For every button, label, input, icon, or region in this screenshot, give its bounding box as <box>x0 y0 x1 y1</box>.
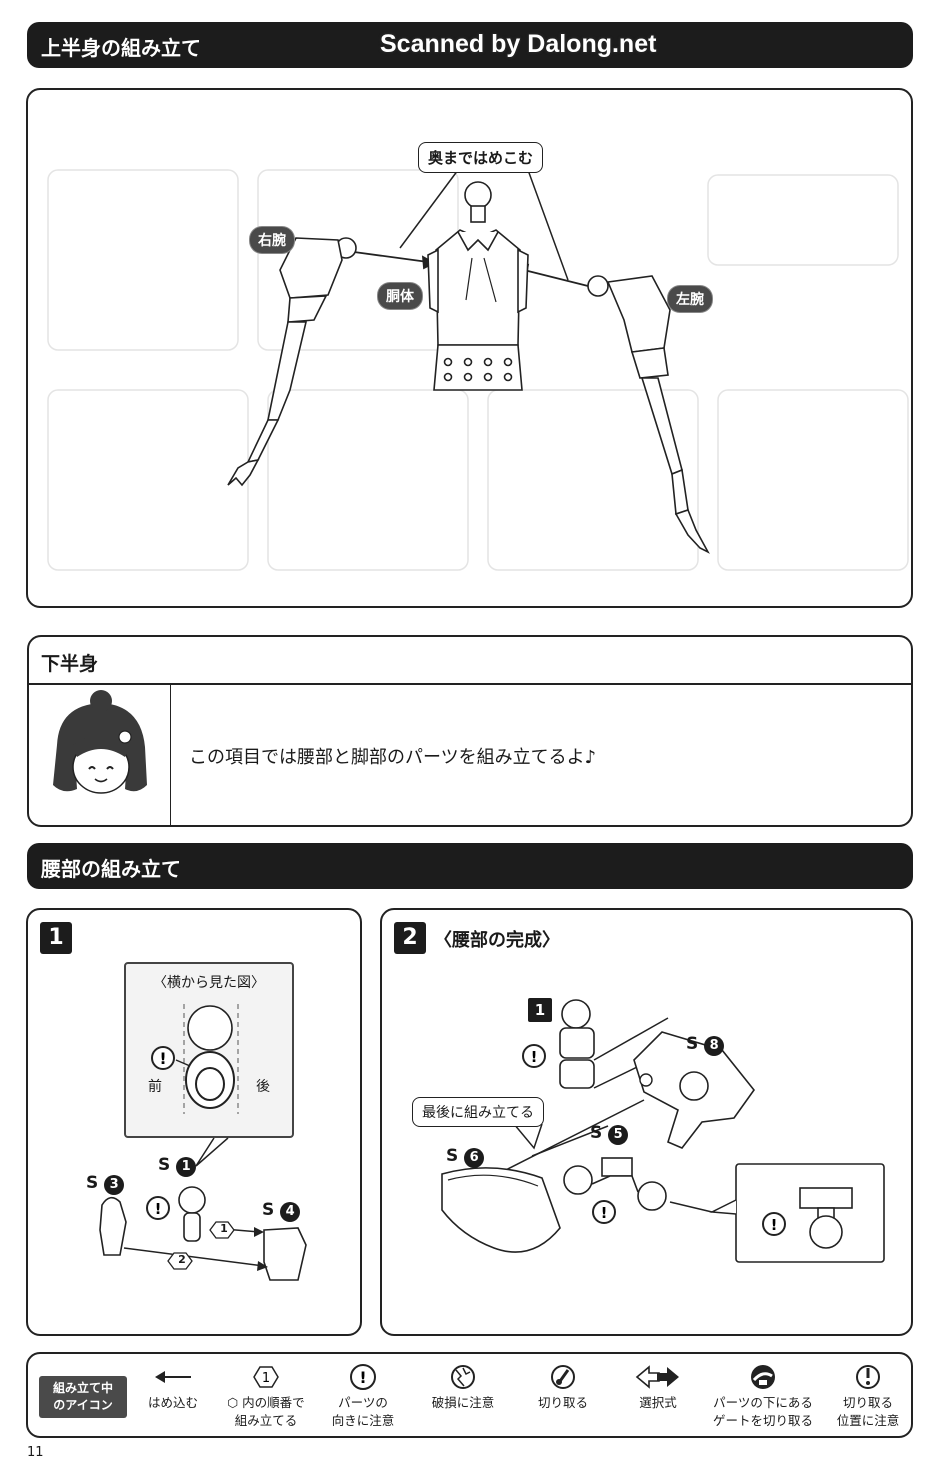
upper-body-panel: 奥まではめこむ 右腕 胴体 左腕 <box>26 88 913 608</box>
part-label-s3: S 3 <box>86 1173 125 1195</box>
section-header-upper-body: 上半身の組み立て <box>27 22 913 68</box>
part-label-s1: S 1 <box>158 1155 197 1177</box>
legend-label: 向きに注意 <box>331 1413 395 1428</box>
order-marker-1: 1 <box>220 1222 228 1235</box>
legend-title: 組み立て中 のアイコン <box>39 1376 127 1418</box>
svg-text:!: ! <box>359 1368 366 1387</box>
part-number-badge: 1 <box>176 1157 197 1177</box>
part-letter: S <box>262 1200 275 1220</box>
part-label-s6: S 6 <box>446 1146 485 1168</box>
label-body: 胴体 <box>378 283 422 309</box>
legend-label: 切り取る <box>842 1395 893 1410</box>
svg-text:!: ! <box>155 1200 162 1218</box>
gate-under-part-icon <box>704 1362 822 1392</box>
back-label: 後 <box>256 1079 270 1095</box>
legend-label: はめ込む <box>147 1395 198 1410</box>
legend-item-insert: はめ込む <box>132 1362 214 1412</box>
mascot-avatar <box>53 690 147 794</box>
side-view-title: 〈横から見た図〉 <box>153 975 265 991</box>
side-view-diagram: ! <box>151 1004 239 1114</box>
legend-title-line1: 組み立て中 <box>52 1381 113 1395</box>
legend-label: 破損に注意 <box>431 1395 495 1410</box>
legend-label: 組み立てる <box>234 1413 298 1428</box>
cut-icon <box>520 1362 606 1392</box>
legend-item-selectable: 選択式 <box>616 1362 700 1412</box>
side-view-inset: 〈横から見た図〉 ! 前 後 <box>124 962 294 1138</box>
lower-body-panel: 下半身 この項目では腰部と脚部のパーツを組み立てるよ♪ <box>27 635 913 827</box>
mascot-column <box>29 685 171 825</box>
part-number-badge: 3 <box>104 1175 125 1195</box>
section-title: 上半身の組み立て <box>41 36 201 60</box>
page-number: 11 <box>27 1445 44 1460</box>
legend-item-cut: 切り取る <box>520 1362 606 1412</box>
label-left-arm: 左腕 <box>668 286 712 312</box>
warning-icon: ! <box>320 1362 406 1392</box>
legend-label: パーツの下にある <box>713 1395 813 1410</box>
legend-label: パーツの <box>338 1395 388 1410</box>
label-right-arm: 右腕 <box>250 227 294 253</box>
legend-item-breakage: 破損に注意 <box>418 1362 508 1412</box>
part-number-badge: 5 <box>608 1125 629 1145</box>
part-label-s8: S 8 <box>686 1034 725 1056</box>
upper-body-diagram <box>47 169 909 571</box>
step-2-panel: 2 〈腰部の完成〉 1 ! ! <box>380 908 913 1336</box>
callout-assemble-last: 最後に組み立てる <box>412 1097 544 1127</box>
legend-label: ⬡ 内の順番で <box>227 1395 305 1410</box>
part-label-s4: S 4 <box>262 1200 301 1222</box>
svg-text:!: ! <box>601 1204 608 1222</box>
step-1-diagram: ! <box>99 1137 307 1281</box>
part-label-s5: S 5 <box>590 1123 629 1145</box>
legend-label: 選択式 <box>639 1395 677 1410</box>
step-1-panel: 1 〈横から見た図〉 ! 前 後 ! S <box>26 908 362 1336</box>
part-number-badge: 6 <box>464 1148 485 1168</box>
legend-label: 位置に注意 <box>836 1413 900 1428</box>
step-2-title: 〈腰部の完成〉 <box>434 930 560 951</box>
legend-item-cut-position: 切り取る 位置に注意 <box>826 1362 910 1430</box>
section-title: 腰部の組み立て <box>41 857 181 881</box>
step-2-diagram: ! ! ! <box>441 999 885 1263</box>
hexagon-glyph: 1 <box>262 1371 270 1386</box>
part-letter: S <box>686 1034 699 1054</box>
section-title-lower-body: 下半身 <box>29 637 911 685</box>
part-number-badge: 8 <box>704 1036 725 1056</box>
section-header-waist: 腰部の組み立て <box>27 843 913 889</box>
callout-insert-fully: 奥まではめこむ <box>418 142 544 173</box>
mascot-speech: この項目では腰部と脚部のパーツを組み立てるよ♪ <box>189 747 597 768</box>
legend-item-order: 1 ⬡ 内の順番で 組み立てる <box>216 1362 316 1430</box>
svg-text:!: ! <box>771 1216 778 1234</box>
icon-legend: 組み立て中 のアイコン はめ込む 1 ⬡ 内の順番で 組み立てる ! パーツの … <box>26 1352 913 1438</box>
watermark: Scanned by Dalong.net <box>380 30 657 58</box>
part-letter: S <box>446 1146 459 1166</box>
part-letter: S <box>158 1155 171 1175</box>
legend-label: ゲートを切り取る <box>712 1413 813 1428</box>
order-marker-2: 2 <box>178 1253 186 1266</box>
reference-step-1: 1 <box>528 998 552 1022</box>
legend-item-gate-under: パーツの下にある ゲートを切り取る <box>704 1362 822 1430</box>
hexagon-1-icon: 1 <box>216 1362 316 1392</box>
selectable-arrows-icon <box>616 1362 700 1392</box>
svg-text:!: ! <box>531 1048 538 1066</box>
front-label: 前 <box>148 1079 162 1095</box>
step-number-2: 2 <box>394 922 426 954</box>
arrow-left-icon <box>132 1362 214 1392</box>
legend-item-orientation: ! パーツの 向きに注意 <box>320 1362 406 1430</box>
cut-position-icon <box>826 1362 910 1392</box>
legend-label: 切り取る <box>537 1395 588 1410</box>
legend-title-line2: のアイコン <box>53 1398 113 1412</box>
breakage-icon <box>418 1362 508 1392</box>
svg-text:!: ! <box>159 1049 166 1068</box>
part-number-badge: 4 <box>280 1202 301 1222</box>
step-number-1: 1 <box>40 922 72 954</box>
part-letter: S <box>86 1173 99 1193</box>
part-letter: S <box>590 1123 603 1143</box>
